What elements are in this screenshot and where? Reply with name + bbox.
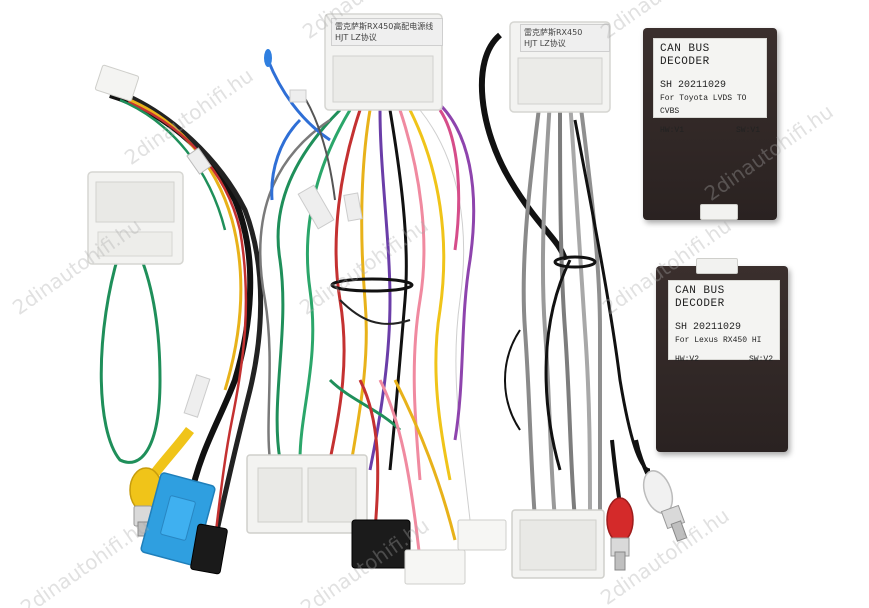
decoder-port-bottom	[696, 258, 738, 274]
decoder-date-bottom: SH 20211029	[675, 322, 742, 333]
decoder-hw-bottom: HW:V2	[675, 355, 700, 364]
main-power-harness	[246, 13, 507, 585]
main-connector-sticker-line1: 雷克萨斯RX450高配电源线	[335, 22, 434, 31]
black-speaker-connector	[351, 519, 411, 569]
right-can-harness	[478, 21, 688, 579]
decoder-port-top	[700, 204, 738, 220]
decoder-model-bottom: For Lexus RX450 HI	[675, 336, 762, 345]
left-small-plug	[94, 64, 140, 102]
small-white-plug-b	[457, 519, 507, 551]
main-connector-sticker-line2: HJT LZ协议	[335, 33, 377, 42]
decoder-model-top: For Toyota LVDS TO CVBS	[660, 94, 747, 116]
left-connector-harness	[87, 171, 184, 464]
red-rca-plug	[606, 497, 634, 543]
decoder-sw-bottom: SW:V2	[748, 355, 773, 364]
main-connector-sticker: 雷克萨斯RX450高配电源线 HJT LZ协议	[331, 18, 443, 46]
can-bus-decoder-module-bottom: CAN BUS DECODER SH 20211029 For Lexus RX…	[656, 266, 788, 452]
right-connector-sticker: 雷克萨斯RX450 HJT LZ协议	[520, 24, 610, 52]
decoder-title-top: CAN BUS DECODER	[660, 43, 710, 68]
right-connector-sticker-line2: HJT LZ协议	[524, 39, 566, 48]
decoder-label-bottom: CAN BUS DECODER SH 20211029 For Lexus RX…	[668, 280, 780, 364]
left-video-harness	[94, 64, 264, 575]
right-connector-sticker-line1: 雷克萨斯RX450	[524, 28, 583, 37]
decoder-title-bottom: CAN BUS DECODER	[675, 285, 725, 310]
decoder-date-top: SH 20211029	[660, 80, 727, 91]
can-bus-decoder-module-top: CAN BUS DECODER SH 20211029 For Toyota L…	[643, 28, 777, 220]
decoder-hw-top: HW:V1	[660, 126, 685, 135]
decoder-sw-top: SW:V1	[735, 126, 760, 135]
decoder-label-top: CAN BUS DECODER SH 20211029 For Toyota L…	[653, 38, 767, 135]
small-white-plug-a	[404, 549, 466, 585]
